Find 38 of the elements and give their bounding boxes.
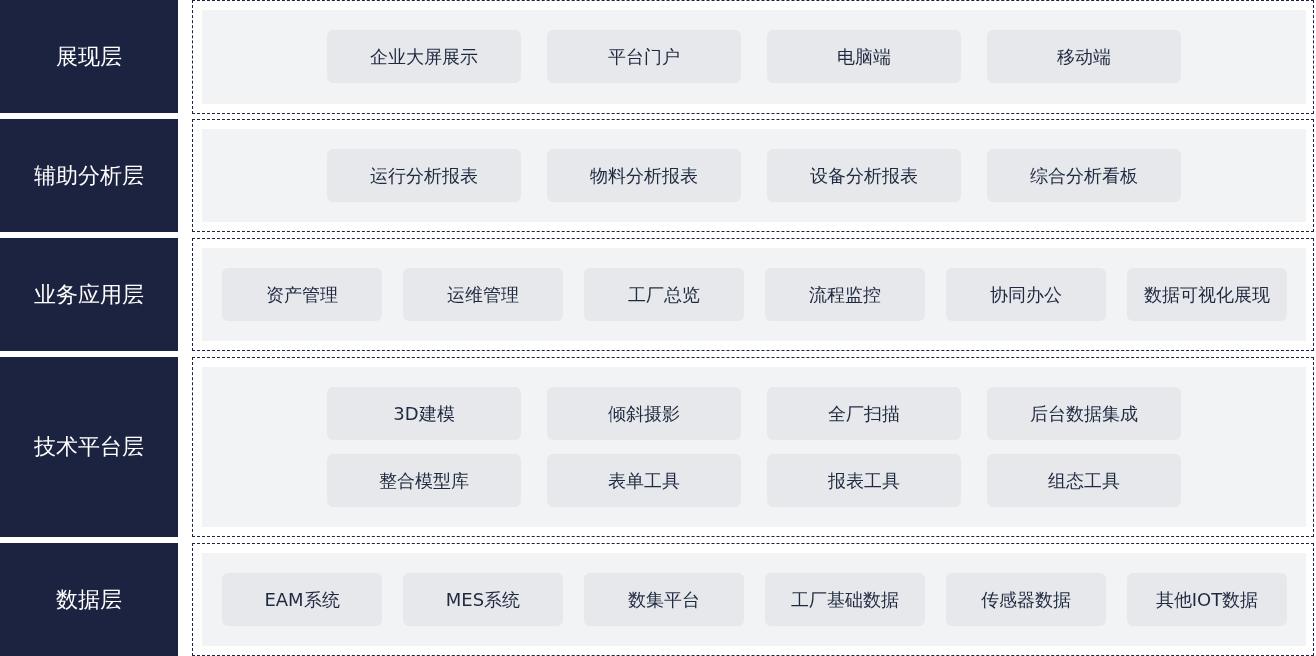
module-box: 报表工具 [767,454,961,507]
module-box: 物料分析报表 [547,149,741,202]
layer-panel [192,238,1314,351]
module-box: EAM系统 [222,573,382,626]
module-box: 整合模型库 [327,454,521,507]
module-box: 综合分析看板 [987,149,1181,202]
module-box: 后台数据集成 [987,387,1181,440]
module-box: 平台门户 [547,30,741,83]
module-box: 运维管理 [403,268,563,321]
module-box: 数集平台 [584,573,744,626]
layer-label: 数据层 [0,543,178,656]
module-box: 组态工具 [987,454,1181,507]
module-box: 协同办公 [946,268,1106,321]
module-box: 数据可视化展现 [1127,268,1287,321]
layer-panel [192,0,1314,114]
module-box: 运行分析报表 [327,149,521,202]
module-box: 3D建模 [327,387,521,440]
module-box: 表单工具 [547,454,741,507]
layer-panel [192,119,1314,232]
module-box: 传感器数据 [946,573,1106,626]
module-box: 流程监控 [765,268,925,321]
module-box: MES系统 [403,573,563,626]
module-box: 其他IOT数据 [1127,573,1287,626]
module-box: 电脑端 [767,30,961,83]
layer-label: 辅助分析层 [0,119,178,232]
module-box: 倾斜摄影 [547,387,741,440]
layer-label: 技术平台层 [0,357,178,537]
layer-label: 业务应用层 [0,238,178,351]
module-box: 移动端 [987,30,1181,83]
layer-panel [192,357,1314,537]
module-box: 工厂总览 [584,268,744,321]
layer-panel [192,543,1314,656]
module-box: 企业大屏展示 [327,30,521,83]
module-box: 资产管理 [222,268,382,321]
module-box: 工厂基础数据 [765,573,925,626]
layer-label: 展现层 [0,0,178,113]
module-box: 全厂扫描 [767,387,961,440]
module-box: 设备分析报表 [767,149,961,202]
